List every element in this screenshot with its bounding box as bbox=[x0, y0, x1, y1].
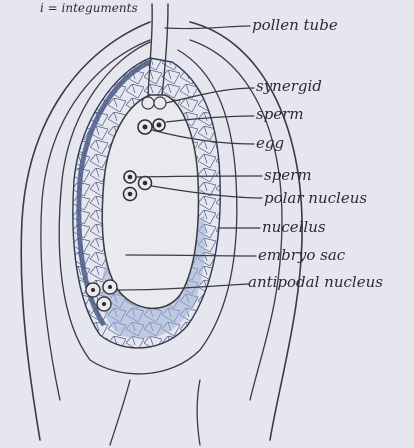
label-sperm-upper: sperm bbox=[256, 105, 304, 123]
funiculus bbox=[110, 380, 200, 445]
polar-nucleus-1-dot bbox=[143, 181, 148, 186]
antipodal-1-dot bbox=[91, 288, 95, 292]
label-antipodal-nucleus: antipodal nucleus bbox=[248, 273, 383, 291]
antipodal-3-dot bbox=[102, 302, 106, 306]
sperm-lower-nucleus bbox=[128, 175, 133, 180]
antipodal-2-dot bbox=[108, 285, 112, 289]
label-synergid: synergid bbox=[256, 77, 322, 95]
label-integument-note: i = integuments bbox=[40, 1, 138, 15]
label-embryo-sac: embryo sac bbox=[258, 246, 346, 264]
polar-nucleus-2-dot bbox=[128, 192, 133, 197]
label-pollen-tube: pollen tube bbox=[252, 16, 338, 34]
sperm-upper-nucleus bbox=[157, 123, 162, 128]
label-sperm-lower: sperm bbox=[264, 166, 312, 184]
label-egg: egg bbox=[256, 134, 284, 152]
synergid-right bbox=[154, 97, 166, 109]
label-polar-nucleus: polar nucleus bbox=[264, 189, 367, 207]
label-nucellus: nucellus bbox=[262, 218, 326, 236]
egg-nucleus bbox=[143, 125, 148, 130]
synergid-left bbox=[142, 97, 154, 109]
